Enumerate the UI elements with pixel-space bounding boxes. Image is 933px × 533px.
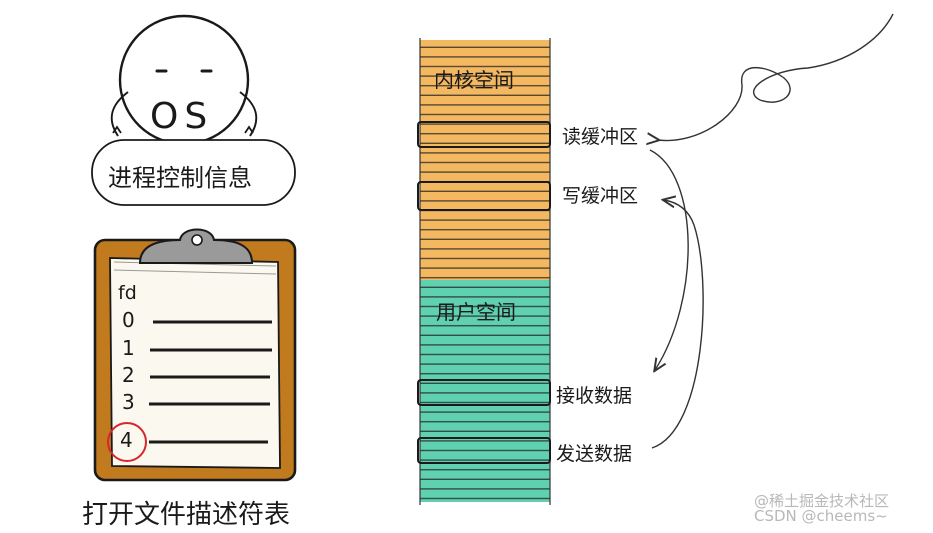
fd-entry-1: 1: [122, 336, 135, 360]
read-buffer-box: [417, 121, 551, 148]
send-to-write-arrow: [651, 200, 704, 449]
fd-entry-2: 2: [122, 363, 135, 387]
clipboard-icon: [93, 228, 297, 482]
kernel-space-label: 内核空间: [434, 68, 514, 92]
memory-column: [417, 38, 551, 505]
os-left-arm-icon: [110, 91, 129, 137]
watermark-juejin: @稀土掘金技术社区: [754, 492, 890, 510]
kernel-space-stripes: [420, 40, 550, 280]
fd-table-caption: 打开文件描述符表: [82, 500, 291, 530]
receive-data-label: 接收数据: [556, 385, 633, 407]
os-hands-icon: [112, 125, 254, 134]
read-to-receive-arrow: [649, 149, 689, 370]
clipboard-clip-hole-icon: [191, 234, 203, 246]
write-buffer-label: 写缓冲区: [562, 185, 639, 207]
read-buffer-label: 读缓冲区: [562, 126, 639, 148]
send-data-box: [417, 437, 551, 464]
fd-entry-4: 4: [120, 428, 133, 452]
fd-header: fd: [118, 282, 137, 304]
write-buffer-box: [417, 181, 551, 211]
os-character: [91, 14, 296, 206]
os-label: OS: [150, 96, 214, 137]
user-space-label: 用户空间: [436, 300, 516, 324]
clipboard-clip-icon: [138, 228, 254, 264]
receive-data-box: [417, 379, 551, 406]
user-space-stripes: [420, 280, 550, 502]
fd-entry-3: 3: [122, 390, 135, 414]
os-sign-label: 进程控制信息: [108, 164, 252, 192]
fd-entry-0: 0: [122, 308, 135, 332]
fd-highlight-circle: [107, 422, 147, 462]
send-data-label: 发送数据: [556, 443, 633, 465]
os-sign-board: [91, 139, 296, 206]
watermark-csdn: CSDN @cheems~: [754, 507, 888, 525]
incoming-data-arrow: [658, 13, 894, 141]
